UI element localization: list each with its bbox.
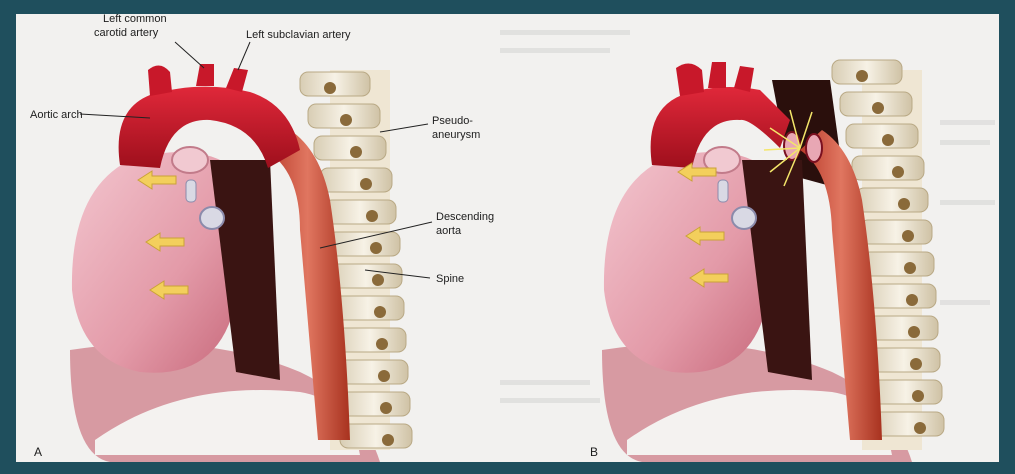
bronchus [718,180,728,202]
label-pseudo-1: Pseudo- [432,115,473,127]
label-left-common-carotid-2: carotid artery [94,27,159,39]
pulmonary-vessel [172,147,208,173]
panel-b-letter: B [590,445,598,459]
label-spine: Spine [436,273,464,285]
panel-a-letter: A [34,445,42,459]
label-left-common-carotid-1: Left common [103,13,167,25]
panel-a: Left common carotid artery Left subclavi… [16,13,496,462]
label-pseudo-2: aneurysm [432,129,480,141]
label-descending-2: aorta [436,225,462,237]
transected-aorta-end [806,134,822,162]
panel-b: B [496,14,999,462]
bronchus [186,180,196,202]
pulmonary-vein [200,207,224,229]
label-left-subclavian: Left subclavian artery [246,29,351,41]
label-aortic-arch: Aortic arch [30,109,83,121]
pulmonary-vein [732,207,756,229]
label-descending-1: Descending [436,211,494,223]
brachiocephalic-trunk [676,63,704,96]
